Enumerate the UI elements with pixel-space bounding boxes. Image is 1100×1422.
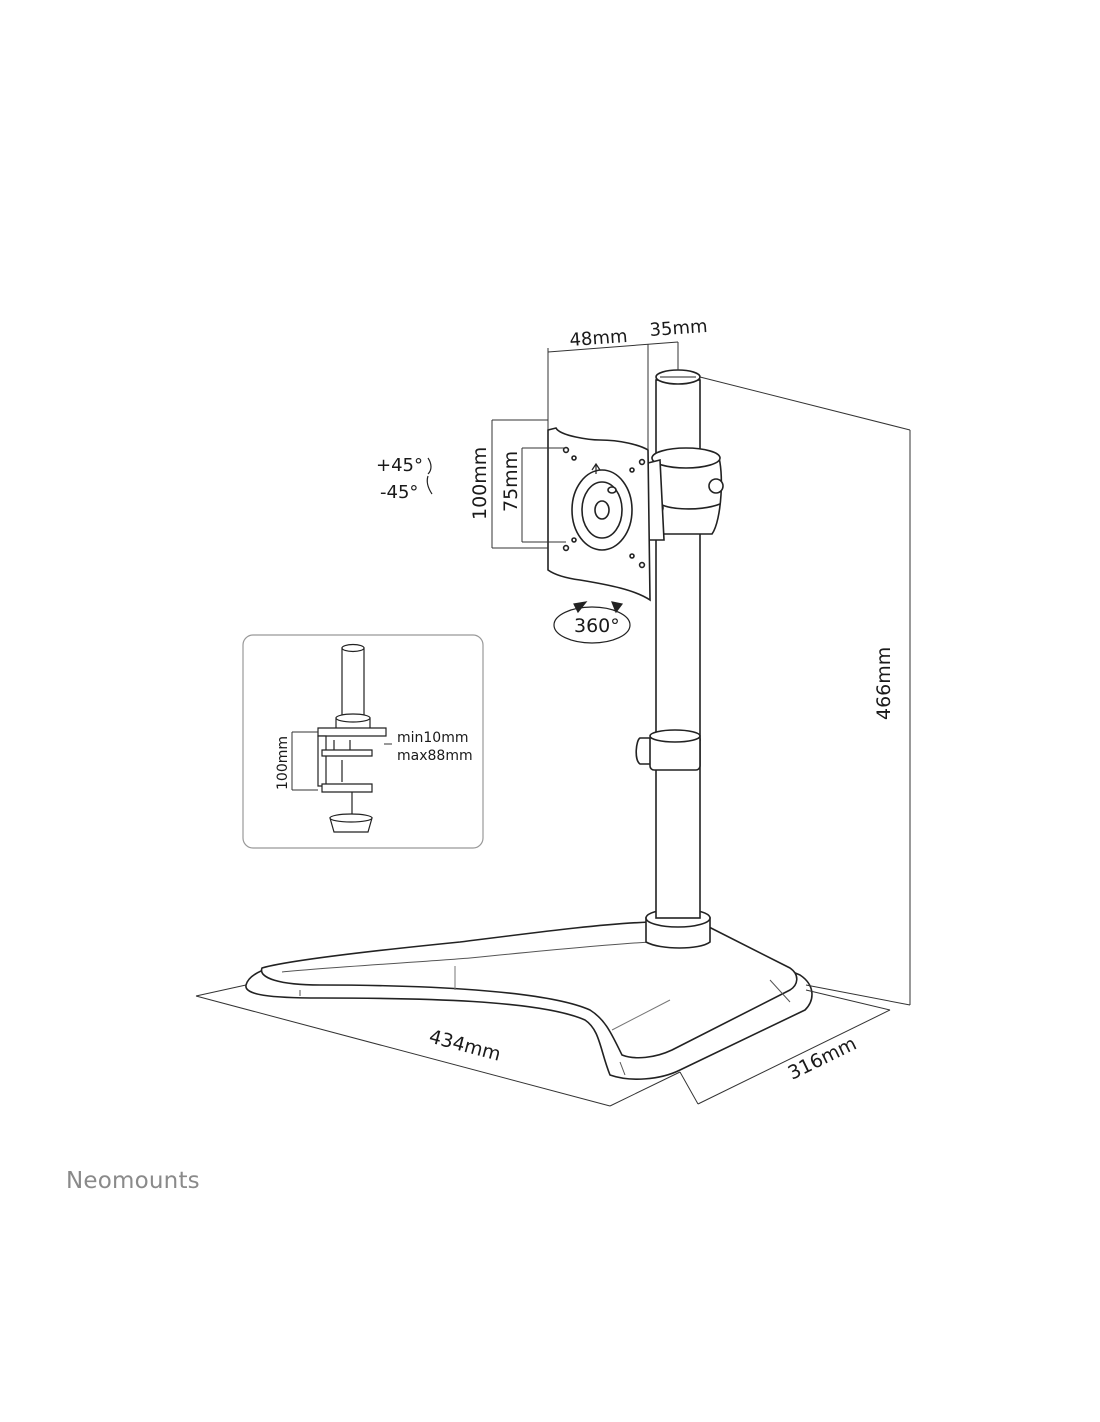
base-depth-label: 316mm <box>785 1033 861 1085</box>
min-thickness-label: min10mm <box>397 730 469 746</box>
tilt-down-label: -45° <box>380 482 418 503</box>
vesa-outer-label: 100mm <box>469 447 491 520</box>
base-width-label: 434mm <box>427 1026 503 1066</box>
swivel-label: 360° <box>574 615 620 637</box>
tilt-arrows <box>426 457 433 495</box>
pole <box>635 369 711 949</box>
clamp-inset: 100mm min10mm max88mm <box>242 634 484 849</box>
dimension-lines <box>195 341 911 1107</box>
max-thickness-label: max88mm <box>397 748 473 764</box>
stand-base <box>245 921 813 1080</box>
height-label: 466mm <box>873 647 895 720</box>
brand-logo: Neomounts <box>66 1168 200 1194</box>
plate-offset-label: 48mm <box>569 326 628 351</box>
vesa-head <box>547 427 724 602</box>
vesa-inner-label: 75mm <box>500 451 522 512</box>
swivel-indicator <box>553 601 631 644</box>
clamp-height-label: 100mm <box>275 736 291 790</box>
tilt-up-label: +45° <box>376 455 423 476</box>
pole-diameter-label: 35mm <box>649 316 708 341</box>
